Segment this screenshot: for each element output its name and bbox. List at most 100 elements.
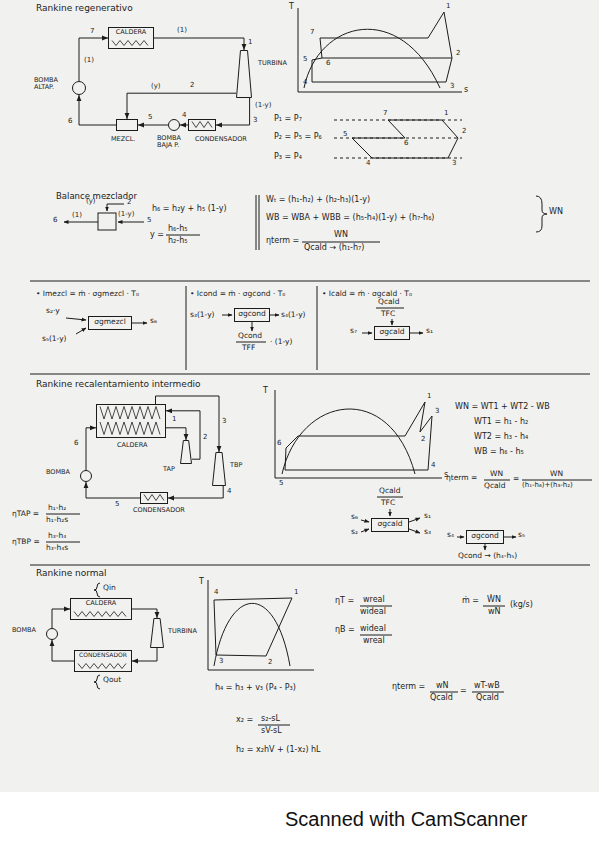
formula-text: wN bbox=[436, 682, 449, 691]
component-label: CALDERA bbox=[116, 29, 146, 36]
state-number: 2 bbox=[190, 82, 194, 90]
separator-line bbox=[30, 374, 590, 375]
formula-text: ηterm = bbox=[392, 683, 425, 692]
formula-text: wideal bbox=[360, 608, 386, 617]
formula-text: s₃ bbox=[424, 528, 431, 536]
coil-symbol bbox=[144, 495, 164, 501]
separator-line bbox=[30, 281, 590, 282]
state-number: 3 bbox=[435, 408, 439, 416]
heat-arrow bbox=[390, 509, 391, 516]
stream-arrow bbox=[64, 222, 98, 223]
pump-circle bbox=[81, 471, 92, 482]
formula-text: Qcald bbox=[476, 694, 499, 703]
state-number: 1 bbox=[427, 393, 431, 401]
state-number: T bbox=[263, 387, 268, 396]
formula-text: h₆ = h₂y + h₅ (1-y) bbox=[152, 205, 227, 214]
formula-text: h₃-h₄s bbox=[46, 544, 68, 552]
cycle-path bbox=[285, 402, 432, 470]
formula-text: h₄ = h₃ + v₃ (P₄ - P₃) bbox=[215, 684, 296, 693]
flow-line bbox=[154, 38, 244, 50]
paper-ground bbox=[0, 0, 599, 792]
stream-arrow bbox=[457, 537, 464, 538]
formula-text: (1) bbox=[72, 212, 82, 220]
formula-text: s₁ bbox=[426, 327, 433, 335]
state-number: 6 bbox=[404, 140, 408, 148]
mixer-box: MEZCL. bbox=[116, 119, 138, 131]
condenser-box: CONDENSADOR bbox=[74, 650, 132, 672]
flow-line bbox=[52, 609, 70, 628]
coil-symbol bbox=[141, 493, 167, 502]
formula-text: x₂ = bbox=[236, 716, 253, 725]
column-line bbox=[186, 286, 317, 370]
state-number: 2 bbox=[456, 50, 460, 58]
state-number: 6 bbox=[277, 440, 281, 448]
formula-text: h₆-h₅ bbox=[168, 225, 187, 234]
state-number: 5 bbox=[148, 114, 152, 122]
pump-symbol: BOMBA bbox=[80, 470, 92, 482]
flow-fraction: (1) bbox=[176, 27, 188, 35]
stream-arrow bbox=[409, 529, 420, 533]
component-label: BOMBA bbox=[46, 469, 70, 476]
formula-text: WB = h₆ - h₅ bbox=[474, 448, 524, 457]
flow-line bbox=[166, 411, 200, 459]
formula-text: ηterm = bbox=[266, 237, 299, 246]
state-number: 1 bbox=[444, 110, 448, 118]
stream-arrow bbox=[362, 333, 372, 334]
state-number: 4 bbox=[227, 488, 231, 496]
formula-text: h₃-h₄ bbox=[48, 532, 66, 540]
fraction-bar bbox=[236, 342, 266, 343]
flow-line bbox=[166, 428, 186, 440]
formula-text: • Icond = ṁ · σgcond · T₀ bbox=[190, 290, 285, 298]
turbine-outline bbox=[181, 441, 192, 464]
flow-fraction: (1) bbox=[83, 57, 95, 65]
brace bbox=[94, 675, 100, 689]
component-label: TURBINA bbox=[168, 628, 197, 635]
flow-line bbox=[138, 125, 168, 126]
state-number: 6 bbox=[53, 217, 57, 225]
formula-text: ηT = bbox=[335, 597, 354, 606]
coil-symbol bbox=[100, 407, 160, 420]
cycle-path bbox=[214, 598, 292, 656]
formula-text: WT2 = h₃ - h₄ bbox=[474, 433, 528, 442]
formula-text: Qcond bbox=[238, 332, 262, 340]
fraction-bar bbox=[258, 692, 504, 725]
state-number: 2 bbox=[462, 128, 466, 136]
formula-text: WB = WBA + WBB = (h₅-h₄)(1-y) + (h₇-h₆) bbox=[266, 214, 435, 223]
component-label: TAP bbox=[163, 466, 175, 473]
component-label: MEZCL. bbox=[111, 136, 135, 143]
formula-text: WN = WT1 + WT2 - WB bbox=[455, 403, 550, 412]
flow-line bbox=[216, 98, 250, 125]
formula-text: sV-sL bbox=[261, 727, 282, 736]
state-number: 2 bbox=[268, 659, 272, 667]
entropy-box: σgcond bbox=[234, 308, 270, 322]
entropy-box: σgcald bbox=[374, 326, 410, 340]
turbine-outline bbox=[180, 440, 192, 464]
pump-circle bbox=[73, 82, 86, 95]
heat-arrow bbox=[392, 319, 393, 325]
component-label: σgcond bbox=[471, 532, 499, 540]
stream-arrow bbox=[270, 315, 279, 316]
fraction-bar bbox=[166, 235, 200, 236]
flow-line bbox=[180, 125, 188, 126]
formula-text: Qcald bbox=[379, 487, 400, 495]
formula-text: s₃(1-y) bbox=[190, 311, 215, 319]
flow-fraction: (y) bbox=[150, 83, 162, 91]
state-number: s bbox=[464, 86, 468, 95]
formula-text: s₆ bbox=[351, 513, 358, 521]
turbine-outline bbox=[212, 452, 226, 486]
component-label: σgcond bbox=[238, 310, 266, 318]
flow-line bbox=[52, 640, 74, 661]
formula-text: wT-wB bbox=[474, 682, 500, 691]
state-number: 6 bbox=[74, 440, 78, 448]
turbine-symbol: TAP bbox=[180, 440, 192, 464]
state-number: 1 bbox=[248, 39, 252, 47]
fraction-bar bbox=[484, 480, 592, 481]
formula-text: s₂·y bbox=[46, 307, 60, 315]
component-label: CALDERA bbox=[117, 442, 147, 449]
component-label: σgcald bbox=[379, 328, 404, 336]
formula-text: Qcald bbox=[430, 694, 453, 703]
formula-text: ηterm = bbox=[446, 474, 477, 482]
formula-text: s₅(1-y) bbox=[42, 335, 67, 343]
state-number: 1 bbox=[446, 3, 450, 11]
formula-text: Qcald → (h₁-h₇) bbox=[304, 244, 364, 253]
